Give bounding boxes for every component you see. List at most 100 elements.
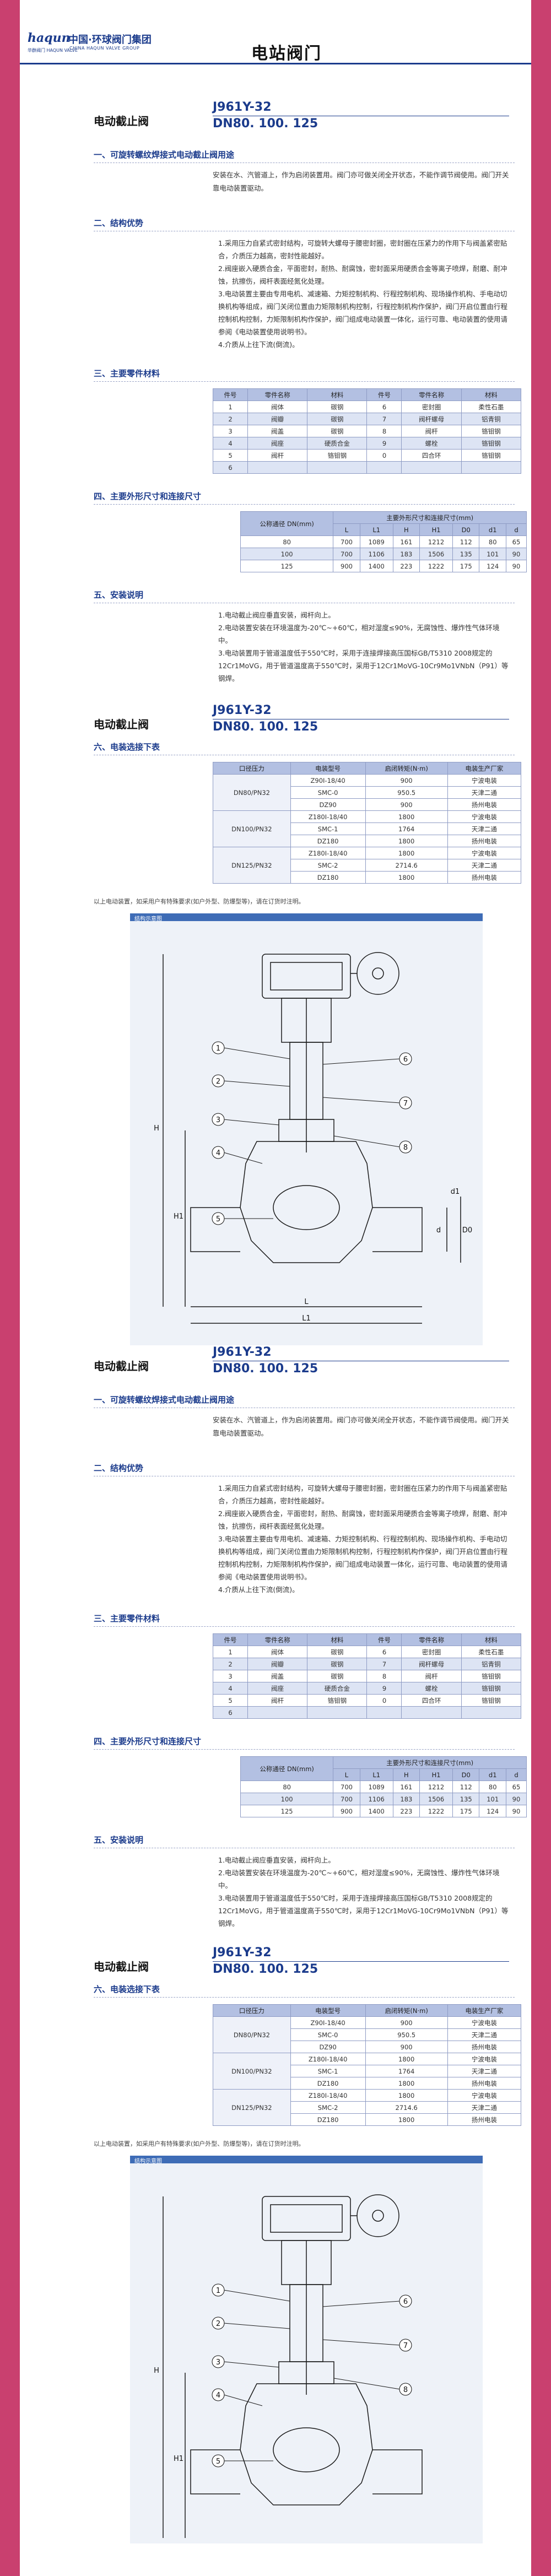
cell: 阀杆 <box>247 449 308 462</box>
cell: 1222 <box>419 560 453 572</box>
col-header: H1 <box>419 523 453 536</box>
dim-L1: L1 <box>302 1314 311 1323</box>
label-5: 5 <box>216 2458 220 2466</box>
cell: 柔性石墨 <box>461 1646 522 1658</box>
label-3: 3 <box>216 1116 220 1124</box>
cell: DN100/PN32 <box>213 2053 291 2090</box>
brand-sub: 华群阀门 HAQUN VALVE <box>28 48 78 53</box>
cell: 阀盖 <box>247 425 308 437</box>
cell: 阀瓣 <box>247 1658 308 1670</box>
cell: 80 <box>240 1781 334 1793</box>
cell <box>366 1706 402 1719</box>
cell: 2 <box>213 413 248 425</box>
structure-item: 3.电动装置主要由专用电机、减速箱、力矩控制机构、行程控制机构、现场操作机构、手… <box>218 1535 508 1581</box>
cell: 螺栓 <box>401 437 462 450</box>
structure-item: 3.电动装置主要由专用电机、减速箱、力矩控制机构、行程控制机构、现场操作机构、手… <box>218 290 508 336</box>
col-header: 公称通径 DN(mm) <box>240 511 334 536</box>
table-row: 6 <box>213 1706 522 1719</box>
cell: 3 <box>213 1670 248 1682</box>
cell: 80 <box>479 535 506 548</box>
heading-rule <box>213 1961 509 1962</box>
col-header: 件号 <box>213 1633 248 1646</box>
cell: 900 <box>365 774 448 787</box>
cell: 铬钼钢 <box>461 1682 522 1695</box>
actuator-note: 以上电动装置，如采用户有特殊要求(如户外型、防爆型等)，请在订货时注明。 <box>94 898 305 905</box>
col-header: L <box>333 1768 360 1781</box>
cell: DN80/PN32 <box>213 774 291 811</box>
left-decorative-stripe <box>0 0 20 2576</box>
col-header: 口径压力 <box>213 762 291 775</box>
cell: SMC-1 <box>290 2065 366 2077</box>
col-header: d <box>505 523 527 536</box>
cell: SMC-0 <box>290 786 366 799</box>
cell: 天津二通 <box>447 859 522 872</box>
product-model: J961Y-32 <box>213 1946 272 1960</box>
label-6: 6 <box>403 1056 408 1064</box>
cell: 铬钼钢 <box>307 1694 368 1707</box>
cell: DZ180 <box>290 835 366 847</box>
label-7: 7 <box>403 1100 408 1108</box>
cell: 碳钢 <box>307 1658 368 1670</box>
cell: 1106 <box>359 548 393 560</box>
dim-d1: d1 <box>451 1188 460 1196</box>
label-6: 6 <box>403 2298 408 2306</box>
product-heading: 电动截止阀 J961Y-32 DN80. 100. 125 <box>20 1939 531 1976</box>
structure-item: 1.采用压力自紧式密封结构，可旋转大螺母于腰密封圈，密封圈在压紧力的作用下与阀盖… <box>218 1484 507 1505</box>
cell: 900 <box>365 2041 448 2053</box>
label-3: 3 <box>216 2358 220 2367</box>
cell: DZ90 <box>290 798 366 811</box>
cell <box>461 461 522 474</box>
structure-title: 二、结构优势 <box>94 1462 515 1476</box>
cell <box>247 461 308 474</box>
cell: 80 <box>240 535 334 548</box>
col-header: d <box>505 1768 527 1781</box>
cell: 宁波电装 <box>447 847 522 859</box>
dimension-title: 四、主要外形尺寸和连接尺寸 <box>94 490 515 505</box>
cell: Z180I-18/40 <box>290 847 366 859</box>
label-7: 7 <box>403 2342 408 2350</box>
cell: Z90I-18/40 <box>290 2016 366 2029</box>
cell: Z180I-18/40 <box>290 810 366 823</box>
dimension-title: 四、主要外形尺寸和连接尺寸 <box>94 1735 515 1750</box>
diagram-label: 结构示意图 <box>134 916 162 922</box>
product-name: 电动截止阀 <box>94 1360 149 1373</box>
cell: 阀体 <box>247 1646 308 1658</box>
cell: 碳钢 <box>307 425 368 437</box>
col-header: D0 <box>452 1768 480 1781</box>
product-heading: 电动截止阀 J961Y-32 DN80. 100. 125 <box>20 1339 531 1376</box>
cell: 90 <box>505 1793 527 1805</box>
cell: DN100/PN32 <box>213 810 291 847</box>
col-header: d1 <box>479 523 506 536</box>
cell: 密封圈 <box>401 401 462 413</box>
product-heading: 电动截止阀 J961Y-32 DN80. 100. 125 <box>20 697 531 734</box>
install-item: 1.电动截止阀应垂直安装，阀杆向上。 <box>218 1856 335 1864</box>
col-header: D0 <box>452 523 480 536</box>
col-header: L <box>333 523 360 536</box>
cell: 宁波电装 <box>447 774 522 787</box>
cell: 1800 <box>365 871 448 884</box>
cell: 1089 <box>359 1781 393 1793</box>
cell: 阀杆螺母 <box>401 413 462 425</box>
actuator-title: 六、电装选接下表 <box>94 741 515 755</box>
cell: 90 <box>505 548 527 560</box>
install-item: 3.电动装置用于管道温度低于550℃时，采用于连接焊接高压国标GB/T5310 … <box>218 649 509 683</box>
cell: 6 <box>213 1706 248 1719</box>
use-text: 安装在水、汽管道上，作为启闭装置用。阀门亦可做关闭全开状态，不能作调节阀使用。阀… <box>213 171 509 192</box>
cell: 125 <box>240 1805 334 1817</box>
page-header: haqun 华群阀门 HAQUN VALVE 中国·环球阀门集团 CHINA H… <box>20 0 531 65</box>
company-name-cn: 中国·环球阀门集团 <box>68 34 152 46</box>
cell: SMC-2 <box>290 2101 366 2114</box>
